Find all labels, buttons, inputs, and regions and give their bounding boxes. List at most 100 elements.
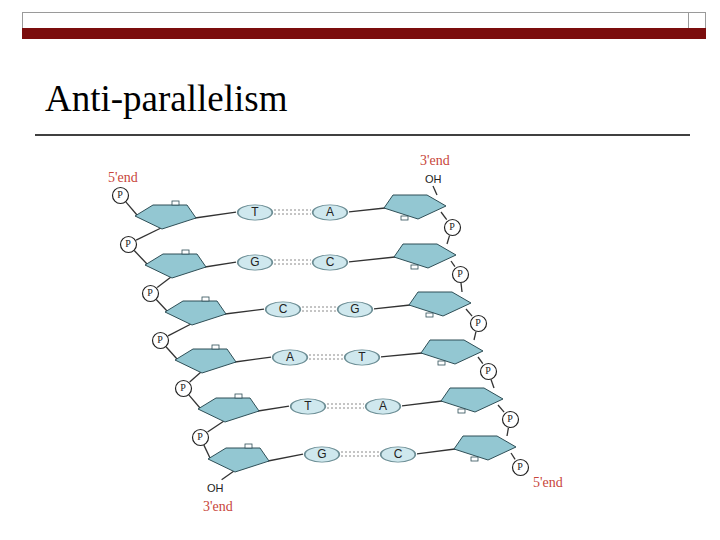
base-letter: A	[379, 400, 387, 412]
base-shape	[345, 349, 380, 364]
deoxyribose-sugar	[454, 436, 516, 460]
backbone-bond	[466, 309, 472, 316]
deoxyribose-sugar	[175, 349, 236, 373]
glycosidic-bond	[381, 353, 422, 357]
deoxyribose-sugar	[208, 448, 269, 472]
deoxyribose-sugar	[394, 244, 456, 268]
hydroxyl-label: OH	[425, 174, 442, 185]
glycosidic-bond	[258, 406, 289, 411]
phosphate-label: P	[125, 239, 131, 249]
base-letter: G	[250, 256, 259, 268]
base-letter: C	[326, 256, 335, 268]
base-ellipse: T	[290, 398, 326, 415]
phosphate-label: P	[449, 222, 455, 232]
base-shape	[381, 446, 416, 461]
backbone-bond	[126, 202, 137, 215]
base-ellipse: G	[304, 446, 340, 463]
phosphate-circle: P	[112, 187, 129, 204]
strand-end-label: 5'end	[533, 476, 563, 490]
phosphate-circle: P	[152, 332, 169, 349]
hydrogen-bond	[341, 452, 379, 456]
base-shape	[338, 301, 373, 316]
deoxyribose-sugar	[135, 205, 196, 229]
sugar-marker	[426, 313, 433, 317]
backbone-bond	[204, 445, 210, 458]
deoxyribose-sugar	[441, 388, 503, 412]
base-letter: T	[304, 400, 311, 412]
phosphate-shape	[175, 380, 191, 396]
base-ellipse: G	[237, 254, 273, 271]
bond-dots	[327, 408, 364, 409]
base-shape	[238, 204, 273, 219]
bond-dots	[327, 404, 364, 405]
phosphate-shape	[152, 332, 168, 348]
bond-dots	[309, 359, 343, 360]
phosphate-shape	[512, 459, 528, 475]
glycosidic-bond	[195, 212, 236, 218]
base-letter: G	[350, 303, 359, 315]
base-letter: C	[394, 448, 403, 460]
phosphate-circle: P	[512, 459, 529, 476]
phosphate-label: P	[507, 414, 513, 424]
phosphate-label: P	[180, 383, 186, 393]
base-letter: A	[326, 206, 334, 218]
leader-line	[433, 186, 437, 195]
deoxyribose-sugar	[145, 254, 206, 278]
backbone-bond	[136, 228, 161, 240]
backbone-bond	[447, 236, 450, 244]
backbone-bond	[461, 283, 462, 292]
base-ellipse: G	[337, 301, 373, 318]
strand-end-label: 5'end	[108, 171, 138, 185]
backbone-bond	[491, 380, 494, 389]
glycosidic-bond	[349, 208, 385, 212]
base-letter: T	[251, 206, 258, 218]
bond-dots	[274, 260, 311, 261]
bond-dots	[309, 355, 343, 356]
bond-dots	[302, 307, 336, 308]
base-ellipse: C	[312, 254, 348, 271]
glycosidic-bond	[205, 262, 236, 267]
sugar-marker	[245, 444, 252, 448]
backbone-bond	[134, 251, 147, 265]
phosphate-circle: P	[480, 363, 497, 380]
leader-line	[222, 471, 234, 480]
sugar-marker	[235, 394, 242, 398]
backbone-bond	[441, 212, 447, 220]
dna-illustration	[126, 186, 516, 480]
sugar-marker	[411, 265, 418, 269]
sugar-marker	[202, 297, 209, 301]
base-shape	[238, 254, 273, 269]
backbone-bond	[166, 347, 177, 359]
base-shape	[313, 254, 348, 269]
sugar-marker	[458, 409, 465, 413]
base-shape	[266, 301, 301, 316]
phosphate-circle: P	[175, 380, 192, 397]
phosphate-label: P	[197, 432, 203, 442]
deoxyribose-sugar	[409, 292, 471, 316]
backbone-bond	[451, 261, 455, 267]
glycosidic-bond	[374, 305, 410, 309]
glycosidic-bond	[235, 357, 271, 362]
backbone-bond	[208, 421, 225, 432]
phosphate-label: P	[117, 190, 123, 200]
phosphate-label: P	[457, 269, 463, 279]
base-ellipse: T	[344, 349, 380, 366]
base-ellipse: C	[265, 301, 301, 318]
phosphate-shape	[502, 411, 518, 427]
base-ellipse: A	[365, 398, 401, 415]
hydrogen-bond	[274, 260, 311, 264]
base-letter: C	[279, 303, 288, 315]
hydroxyl-label: OH	[207, 483, 224, 494]
phosphate-label: P	[147, 288, 153, 298]
hydrogen-bond	[274, 210, 311, 214]
phosphate-shape	[480, 363, 496, 379]
bond-dots	[274, 210, 311, 211]
glycosidic-bond	[402, 401, 442, 406]
base-ellipse: T	[237, 204, 273, 221]
base-shape	[366, 398, 401, 413]
phosphate-circle: P	[470, 315, 487, 332]
sugar-marker	[172, 201, 179, 205]
backbone-bond	[474, 332, 476, 340]
deoxyribose-sugar	[165, 301, 226, 325]
